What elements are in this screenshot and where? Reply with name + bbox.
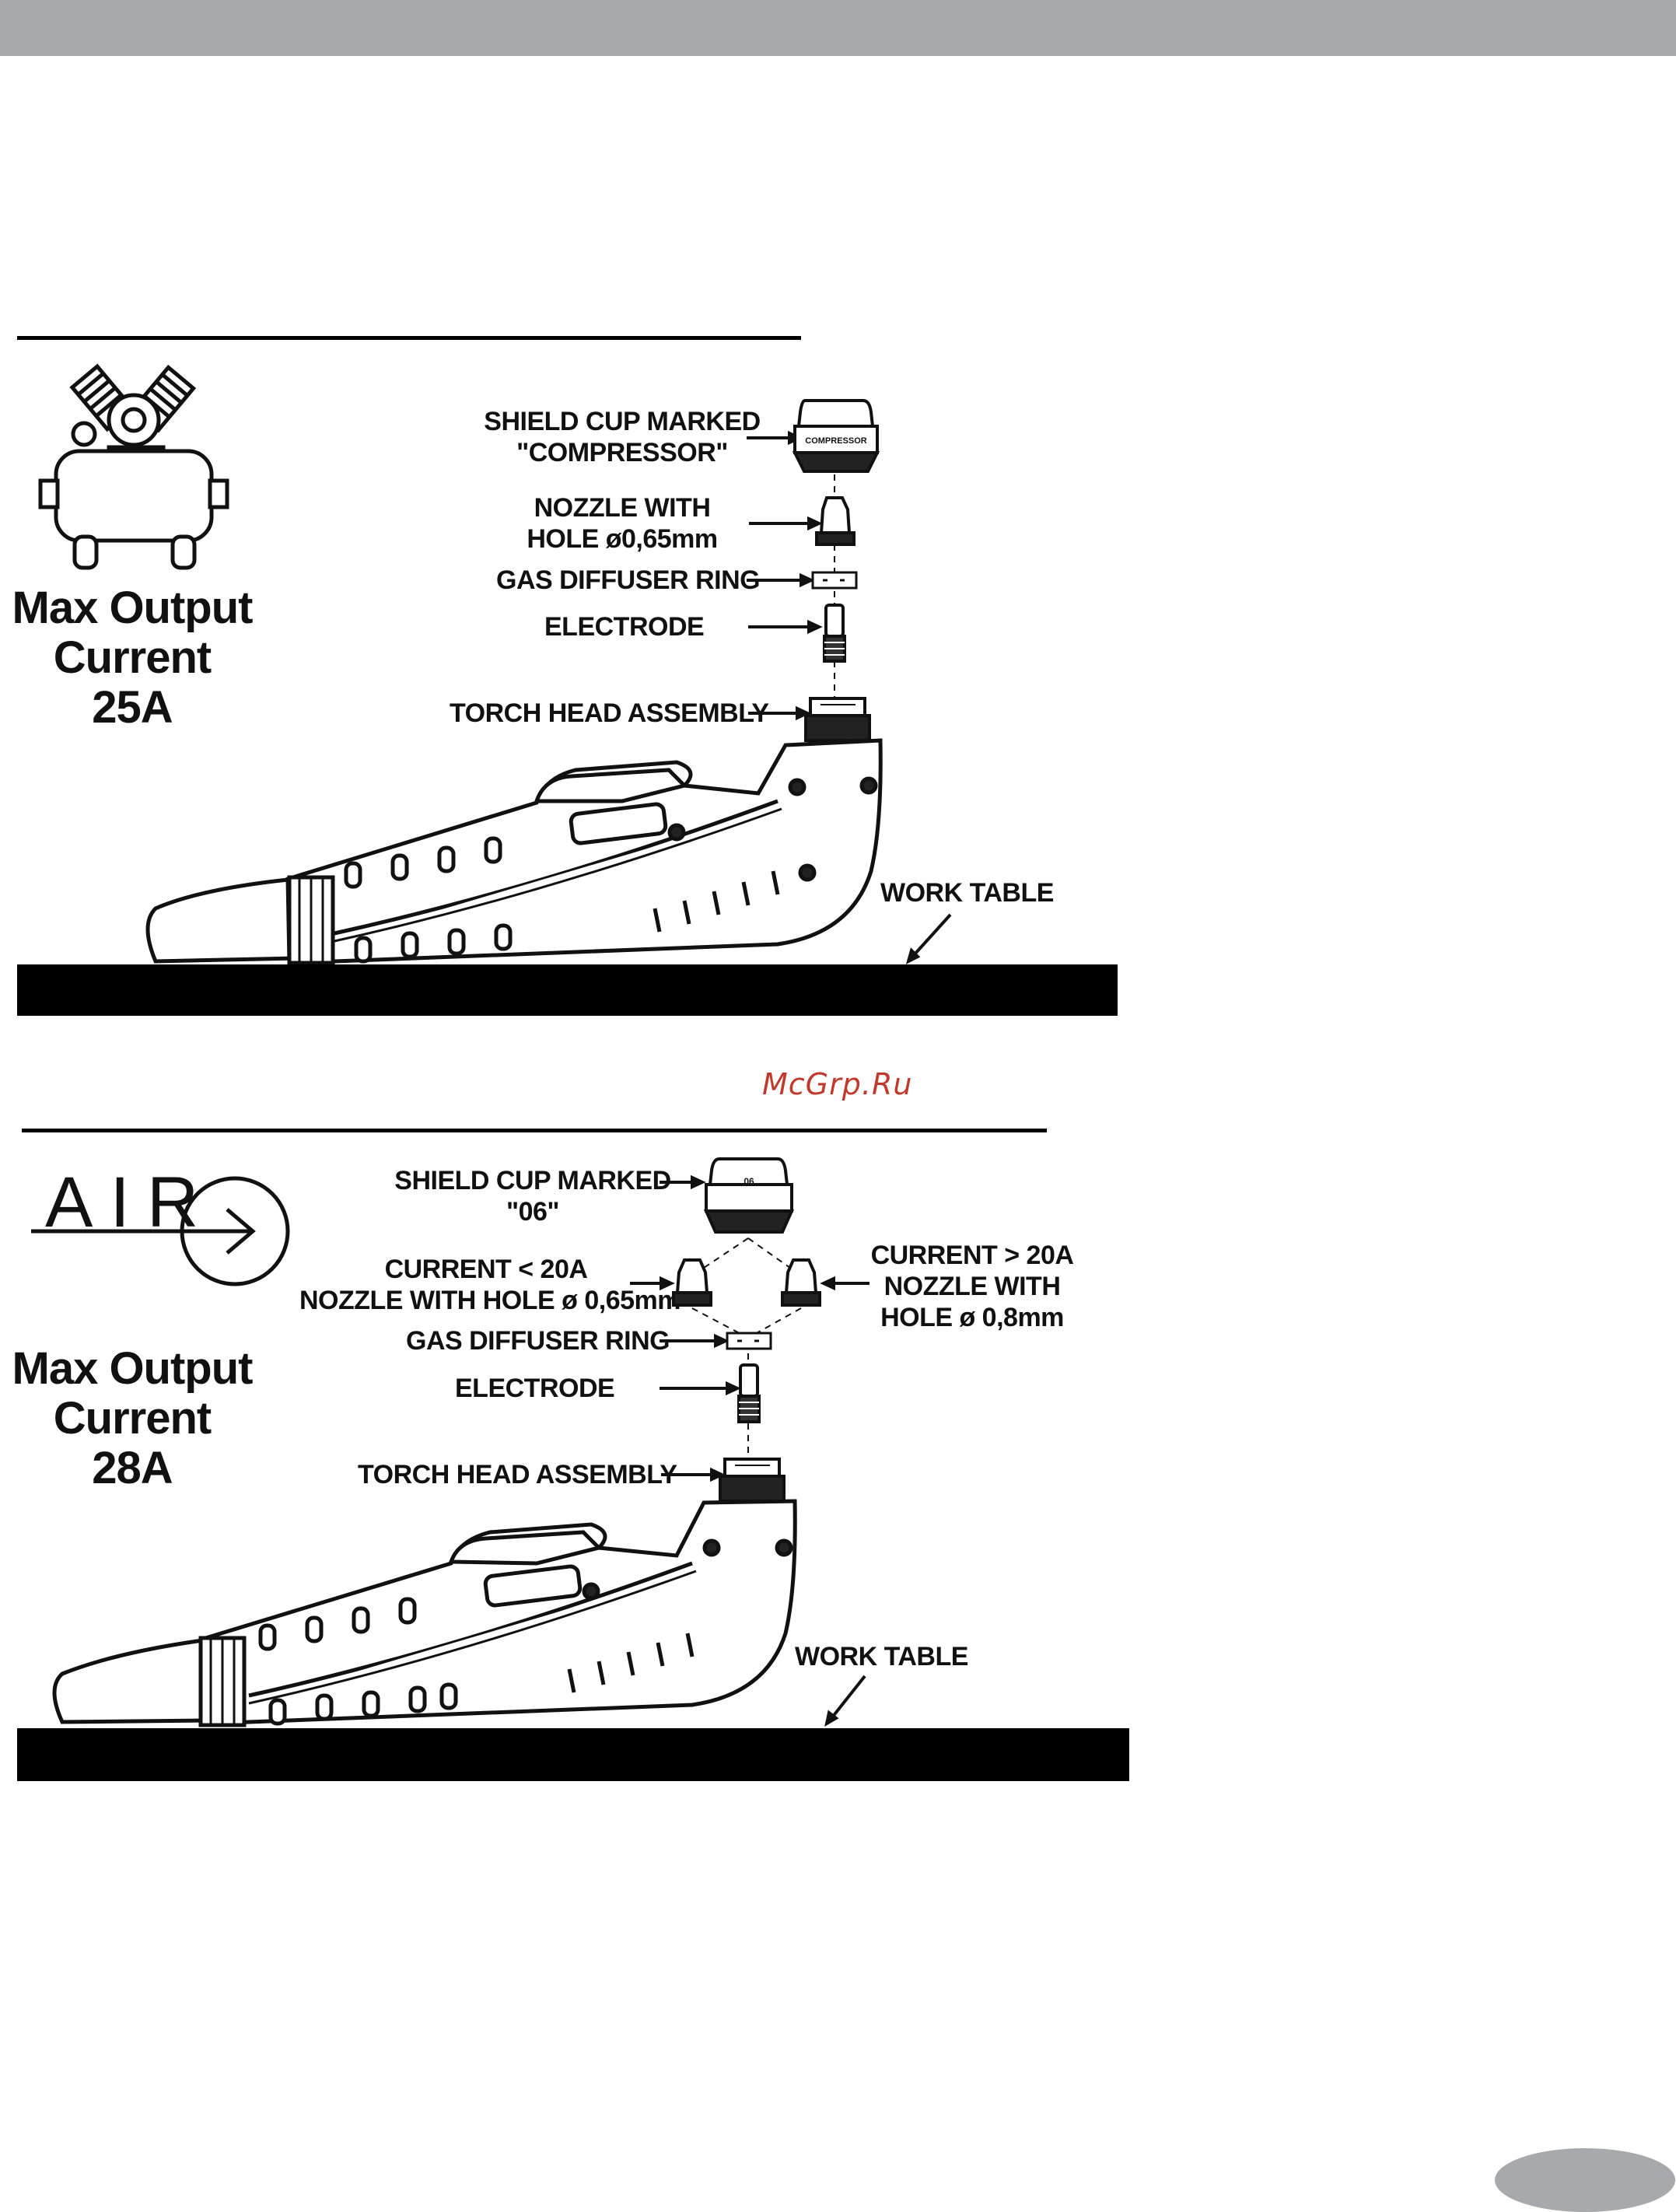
work-table-label-2: WORK TABLE bbox=[795, 1642, 968, 1671]
electrode-label: ELECTRODE bbox=[544, 612, 705, 642]
max-output-line1-2: Max Output bbox=[12, 1343, 254, 1394]
torch-head-label: TORCH HEAD ASSEMBLY bbox=[450, 698, 769, 728]
max-output-line2: Current bbox=[53, 632, 212, 683]
work-table-label: WORK TABLE bbox=[880, 878, 1054, 908]
torch-head-label-2: TORCH HEAD ASSEMBLY bbox=[358, 1460, 677, 1489]
air-text: AIR bbox=[45, 1163, 216, 1242]
max-output-line1: Max Output bbox=[12, 583, 254, 633]
shield-cup-label: SHIELD CUP MARKED "COMPRESSOR" bbox=[484, 407, 761, 467]
max-output-line2-2: Current bbox=[53, 1393, 212, 1444]
nozzle-low-label: CURRENT < 20A NOZZLE WITH HOLE ø 0,65mm bbox=[299, 1255, 681, 1315]
nozzle-high-label: CURRENT > 20A NOZZLE WITH HOLE ø 0,8mm bbox=[870, 1241, 1074, 1332]
max-output-value: 25A bbox=[92, 682, 173, 733]
page-number-badge bbox=[1495, 2148, 1675, 2212]
shield-cup-marking: COMPRESSOR bbox=[805, 436, 867, 446]
shield-cup-marking-2: 06 bbox=[744, 1176, 754, 1187]
max-output-value-2: 28A bbox=[92, 1443, 173, 1493]
max-output-label-2: Max Output Current 28A bbox=[8, 1344, 257, 1493]
max-output-label: Max Output Current 25A bbox=[8, 583, 257, 733]
electrode-label-2: ELECTRODE bbox=[455, 1374, 615, 1403]
watermark: McGrp.Ru bbox=[762, 1067, 913, 1101]
section1-divider bbox=[17, 336, 801, 340]
work-table-surface-1 bbox=[17, 964, 1118, 1016]
shield-cup-label-2: SHIELD CUP MARKED "06" bbox=[394, 1166, 671, 1227]
section2-divider bbox=[22, 1129, 1047, 1132]
page-header-bar bbox=[0, 0, 1676, 56]
work-table-surface-2 bbox=[17, 1728, 1129, 1781]
gas-diffuser-label-2: GAS DIFFUSER RING bbox=[406, 1326, 670, 1356]
nozzle-label: NOZZLE WITH HOLE ø0,65mm bbox=[527, 493, 718, 554]
gas-diffuser-label: GAS DIFFUSER RING bbox=[496, 565, 761, 595]
